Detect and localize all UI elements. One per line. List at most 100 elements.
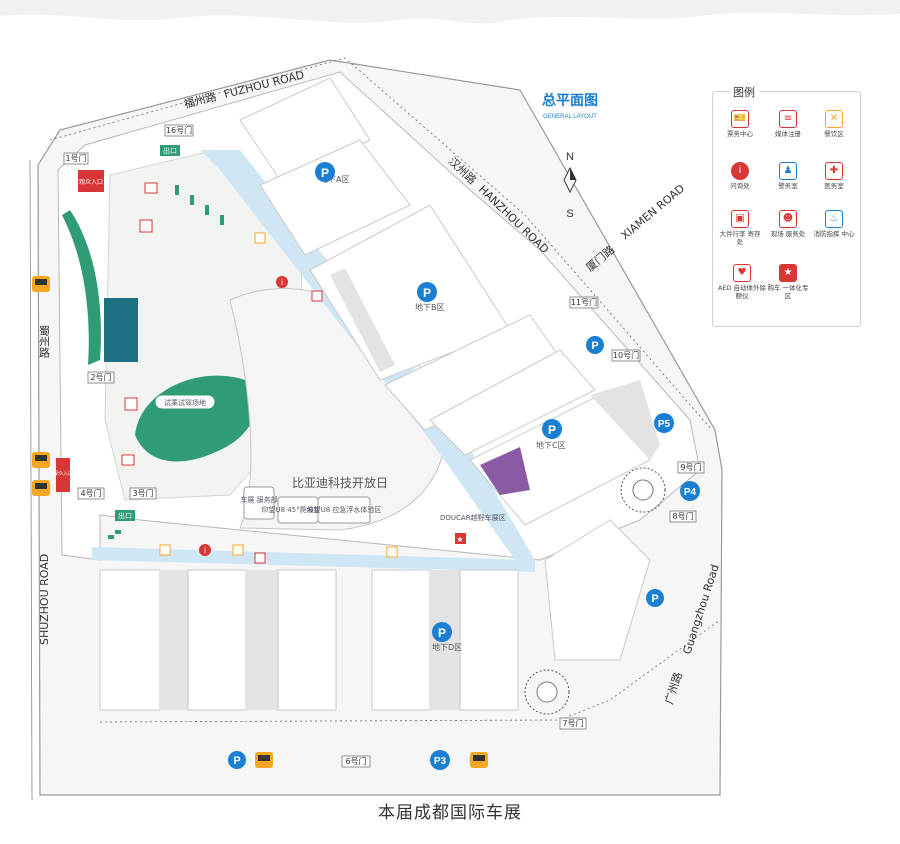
zone-climb: 仰望U8 45°爬坡挑战区 xyxy=(261,505,334,514)
gate-6: 6号门 xyxy=(341,755,371,768)
bus-icon xyxy=(255,752,273,768)
svg-text:i: i xyxy=(281,278,283,287)
parking-marker-b[interactable]: P xyxy=(417,282,437,302)
food-icon xyxy=(386,546,398,558)
bus-icon xyxy=(32,276,50,292)
zone-float: 仰望U8 应急浮水体验区 xyxy=(307,505,382,514)
compass-icon: N S xyxy=(563,151,577,220)
legend-aed: ♥ AED 自动体外除颤仪 xyxy=(717,264,767,300)
road-edge-north xyxy=(49,57,713,431)
medical-icon: ✚ xyxy=(825,162,843,180)
medical-icon xyxy=(144,182,158,194)
zone-box-service xyxy=(243,486,275,520)
zone-test-drive: 试乘试驾场地 xyxy=(164,398,206,407)
test-drive-tag xyxy=(154,394,216,410)
svg-text:4号门: 4号门 xyxy=(80,488,101,498)
paper-edge xyxy=(0,0,900,24)
parking-marker-p4[interactable]: P4 xyxy=(680,481,700,501)
bus-icon xyxy=(32,480,50,496)
aed-icon: ♥ xyxy=(733,264,751,282)
dining-icon: ✕ xyxy=(825,110,843,128)
gate-8: 8号门 xyxy=(669,510,697,523)
hall-label-c: 地下C区 xyxy=(536,440,566,450)
svg-text:P3: P3 xyxy=(434,756,447,767)
hall-label-d: 地下D区 xyxy=(432,642,462,652)
svg-text:10号门: 10号门 xyxy=(613,350,639,360)
svg-text:S: S xyxy=(566,208,573,220)
svg-text:观众入口: 观众入口 xyxy=(53,471,73,477)
food-icon xyxy=(159,544,171,556)
legend-information: i 问询处 xyxy=(717,162,763,190)
legend-panel: 图例 🎫 票务中心 ≡ 媒体注册 ✕ 餐饮区 i 问询处 ♟ 警务室 ✚ 医务室… xyxy=(712,84,861,327)
exit-north: 出口 xyxy=(160,145,180,156)
hall-label-a: 地下A区 xyxy=(320,174,349,184)
parking-marker-p5[interactable]: P5 xyxy=(654,413,674,433)
legend-police: ♟ 警务室 xyxy=(765,162,811,190)
legend-title: 图例 xyxy=(729,84,759,100)
bus-icon xyxy=(32,452,50,468)
gate-11: 11号门 xyxy=(569,296,599,309)
parking-marker-guangzhou[interactable]: P xyxy=(646,589,664,607)
parking-marker-south[interactable]: P xyxy=(228,751,246,769)
zone-service: 车展 服务部 xyxy=(240,495,277,504)
legend-dining: ✕ 餐饮区 xyxy=(811,110,857,138)
legend-car-purchase: ★ 购车 一体化专区 xyxy=(765,264,811,300)
legend-ticket-center: 🎫 票务中心 xyxy=(717,110,763,138)
star-icon: ★ xyxy=(779,264,797,282)
road-edge-south xyxy=(99,619,721,723)
legend-luggage: ▣ 大件行李 寄存处 xyxy=(717,210,763,246)
aed-icon xyxy=(254,552,266,564)
svg-text:观众入口: 观众入口 xyxy=(79,179,103,186)
bus-icon xyxy=(470,752,488,768)
svg-text:11号门: 11号门 xyxy=(571,297,597,307)
parking-marker-c[interactable]: P xyxy=(542,419,562,439)
exit-south: 出口 xyxy=(115,510,135,521)
zone-doucar: DOUCAR越野车展区 xyxy=(440,513,506,522)
svg-text:出口: 出口 xyxy=(163,146,177,155)
media-icon: ≡ xyxy=(779,110,797,128)
road-shu-cn: 蜀州路 xyxy=(38,325,51,359)
fire-icon: ♨ xyxy=(825,210,843,228)
svg-text:出口: 出口 xyxy=(118,511,132,520)
gate-3: 3号门 xyxy=(129,487,157,500)
canopy xyxy=(104,298,138,362)
zone-box-float xyxy=(317,496,371,524)
north-halls xyxy=(239,77,660,526)
info-icon[interactable]: i xyxy=(199,544,211,556)
svg-text:N: N xyxy=(566,151,574,163)
luggage-icon xyxy=(139,219,153,233)
parking-marker-a[interactable]: P xyxy=(315,162,335,182)
parking-marker-east[interactable]: P xyxy=(586,336,604,354)
svg-text:3号门: 3号门 xyxy=(132,488,153,498)
byd-open-day-label: 比亚迪科技开放日 xyxy=(292,475,388,490)
svg-text:P: P xyxy=(548,423,556,437)
svg-text:16号门: 16号门 xyxy=(166,125,192,135)
legend-fire-command: ♨ 消防指挥 中心 xyxy=(811,210,857,238)
luggage-icon: ▣ xyxy=(731,210,749,228)
parking-marker-d[interactable]: P xyxy=(432,622,452,642)
svg-text:P5: P5 xyxy=(658,419,671,430)
roundabout-east xyxy=(620,467,666,513)
svg-text:6号门: 6号门 xyxy=(345,756,366,766)
svg-text:P: P xyxy=(233,755,240,767)
page-caption: 本届成都国际车展 xyxy=(378,803,522,823)
service-icon: ☻ xyxy=(779,210,797,228)
gate-9: 9号门 xyxy=(677,461,705,474)
parking-marker-p3[interactable]: P3 xyxy=(430,750,450,770)
legend-media-registration: ≡ 媒体注册 xyxy=(765,110,811,138)
map-title: 总平面图 xyxy=(542,92,598,109)
entrance-north: 观众入口 xyxy=(78,170,104,192)
svg-text:P: P xyxy=(423,286,431,300)
svg-text:8号门: 8号门 xyxy=(672,511,693,521)
gate-7: 7号门 xyxy=(559,717,587,730)
police-icon: ♟ xyxy=(779,162,797,180)
svg-text:7号门: 7号门 xyxy=(562,718,583,728)
info-icon[interactable]: i xyxy=(276,276,288,288)
map-subtitle: GENERAL LAYOUT xyxy=(543,114,597,120)
svg-text:P: P xyxy=(591,340,598,352)
svg-text:P4: P4 xyxy=(684,487,697,498)
gate-10: 10号门 xyxy=(611,349,641,362)
food-icon xyxy=(254,232,266,244)
svg-text:9号门: 9号门 xyxy=(680,462,701,472)
